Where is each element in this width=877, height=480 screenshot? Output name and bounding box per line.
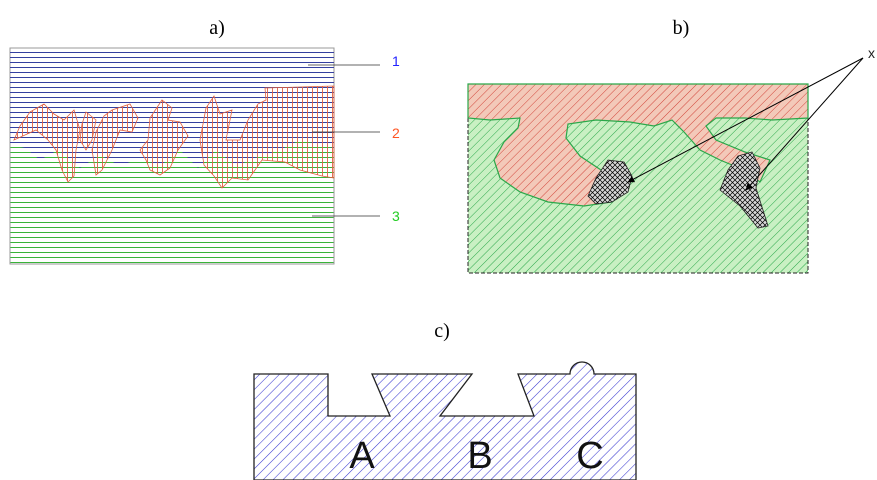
callout-x: x [868, 45, 875, 61]
letter-c: C [576, 435, 603, 477]
panel-a-label: a) [209, 17, 225, 39]
letter-a: A [349, 435, 375, 477]
panel-c: c) A B C [253, 320, 637, 480]
callout-1: 1 [392, 53, 400, 69]
letter-b: B [467, 435, 492, 477]
arrow-left [627, 57, 864, 183]
inclusion-left [587, 159, 633, 205]
panel-b-label: b) [673, 17, 690, 39]
callout-2: 2 [392, 125, 400, 141]
callout-3: 3 [392, 208, 400, 224]
layer-orange-region [467, 83, 809, 207]
notched-block [253, 361, 637, 480]
panel-a: a) 1 2 3 [9, 17, 400, 265]
layer-2-region [13, 85, 335, 189]
panel-c-label: c) [434, 320, 450, 342]
panel-b: b) x [467, 17, 875, 274]
inclusion-right [719, 151, 769, 229]
arrow-right [745, 57, 864, 191]
